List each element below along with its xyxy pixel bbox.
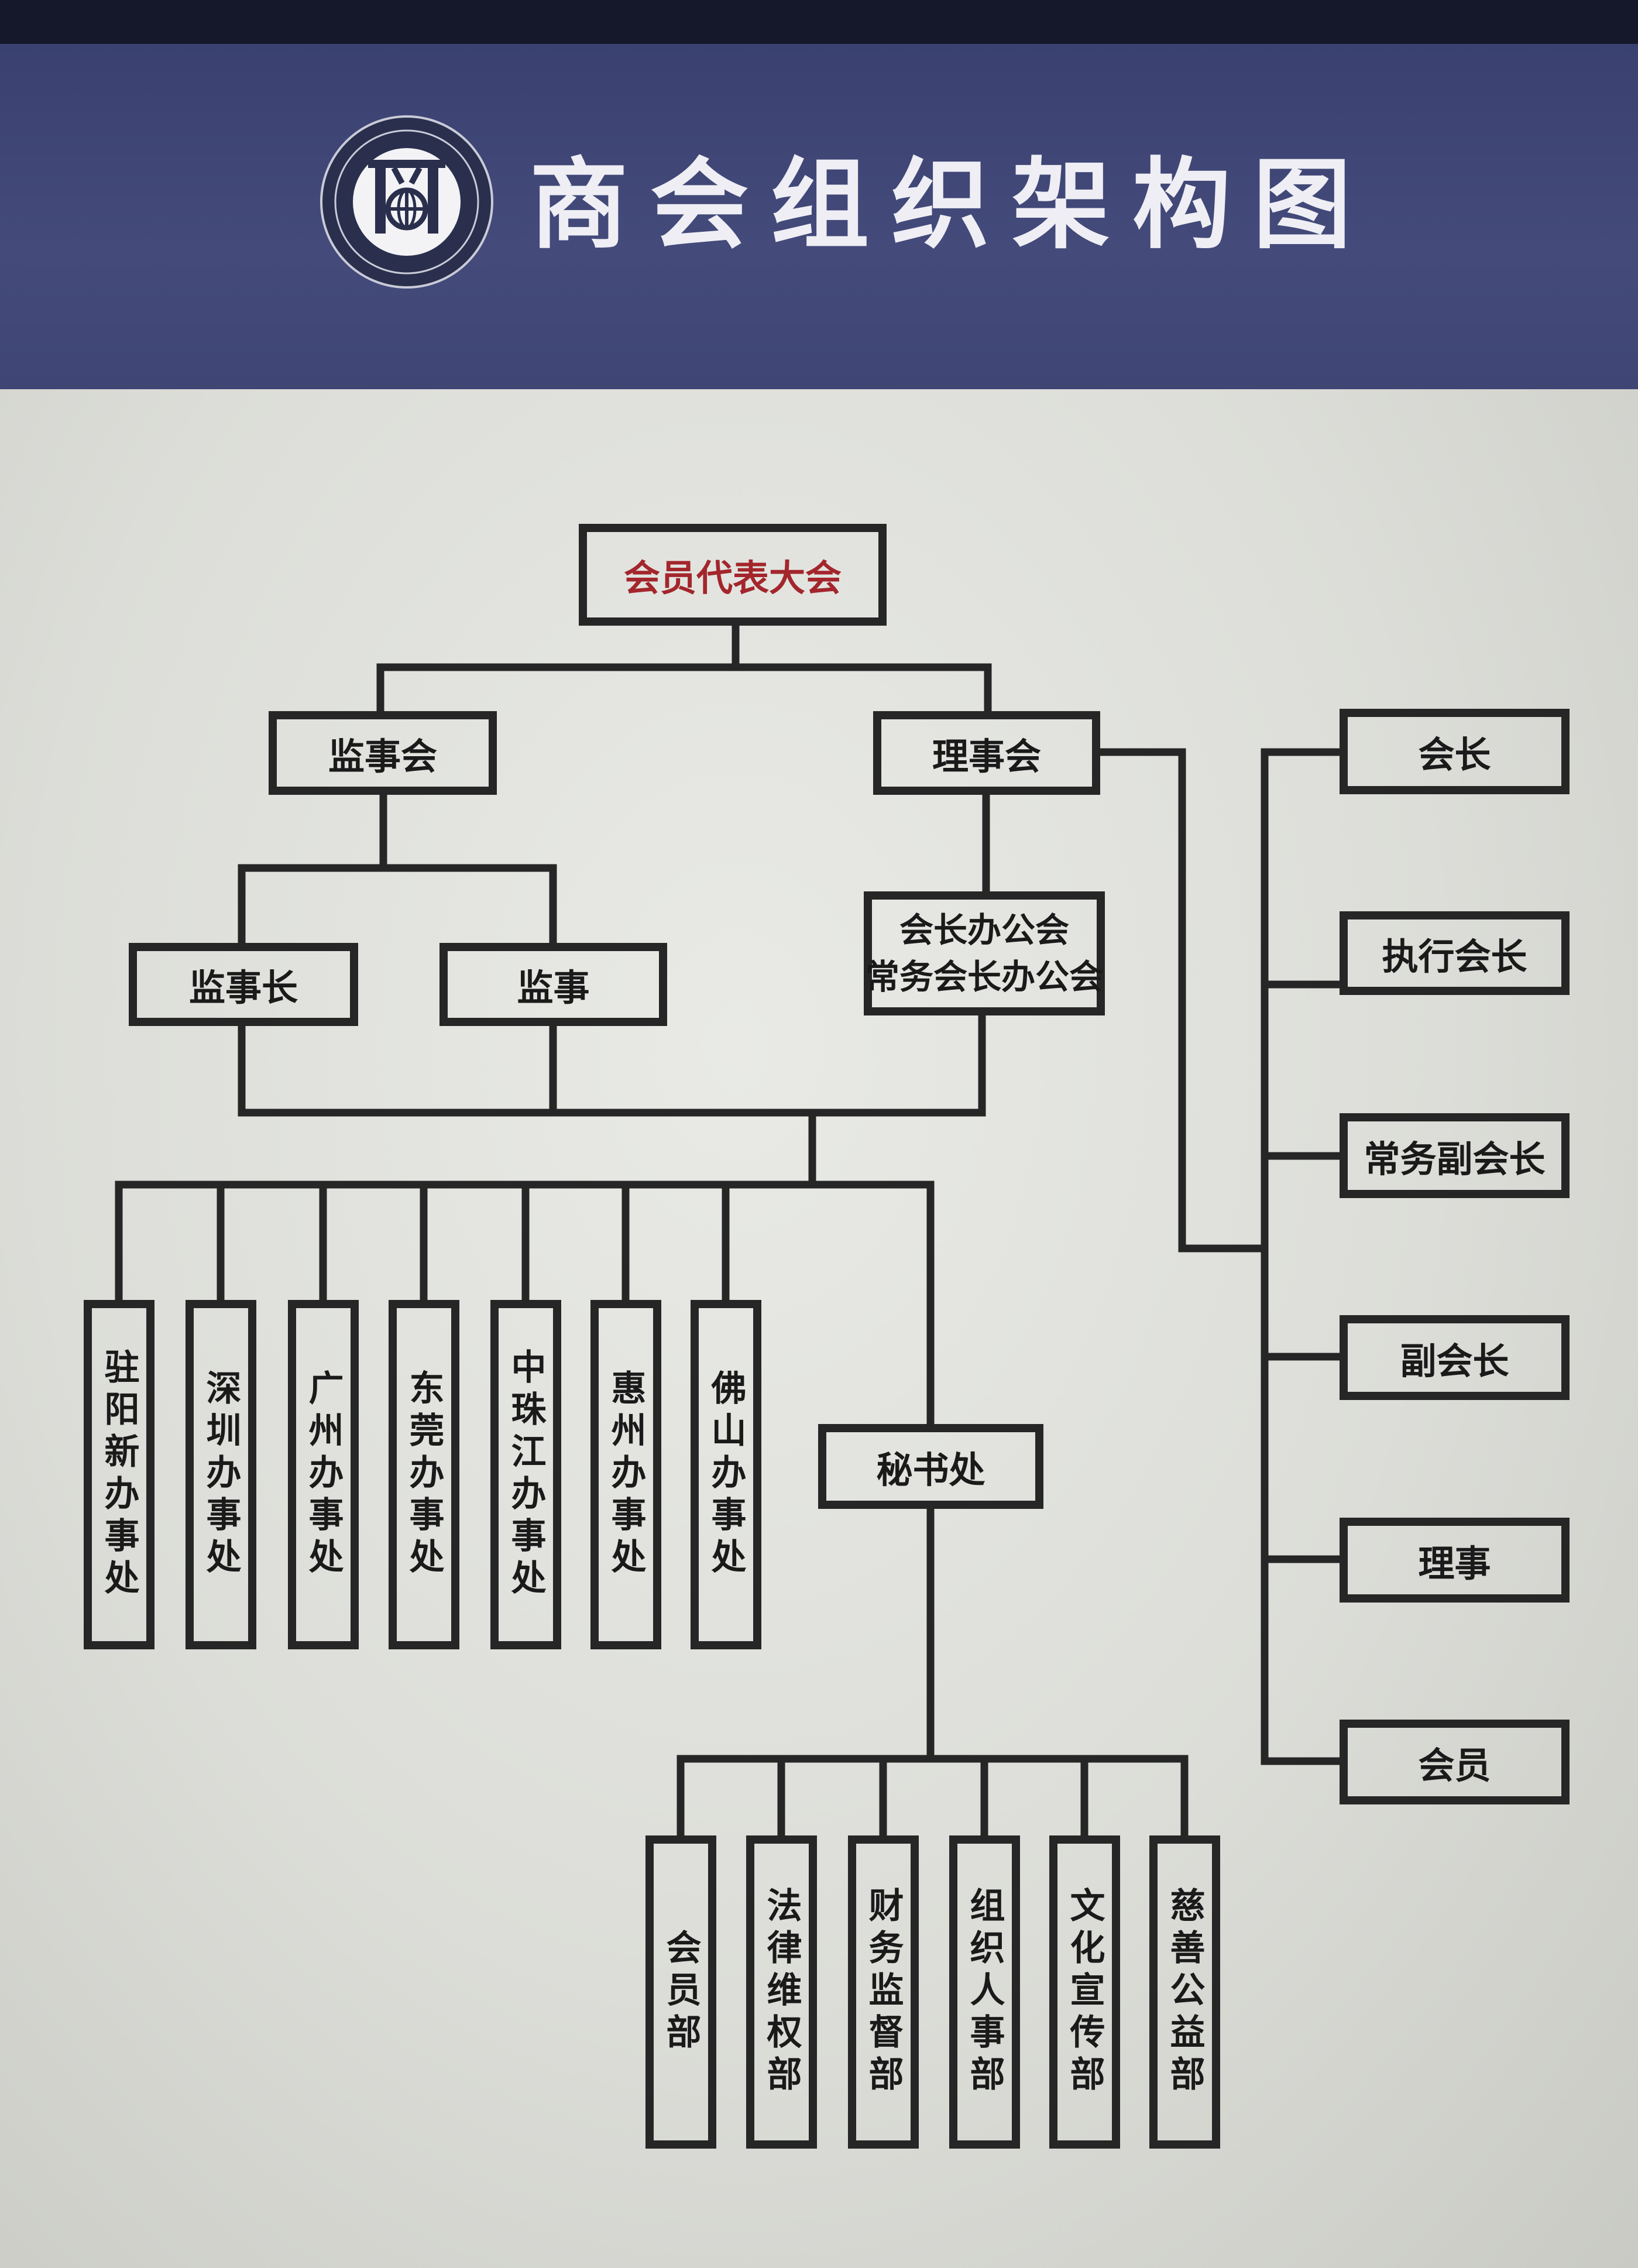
- council-role-box: 副会长: [1340, 1315, 1570, 1400]
- connector-root-branch: [376, 619, 992, 719]
- office-box: 惠州办事处: [590, 1300, 661, 1649]
- node-supervisor: 监事: [439, 943, 667, 1026]
- council-role-box: 常务副会长: [1340, 1113, 1570, 1198]
- council-role-label: 会长: [1418, 733, 1491, 776]
- office-label: 中珠江办事处: [505, 1348, 546, 1601]
- page-title: 商会组织架构图: [530, 147, 1373, 262]
- node-president-office-line2: 常务会长办公会: [866, 957, 1104, 997]
- node-general-assembly: 会员代表大会: [579, 524, 887, 626]
- department-label: 组织人事部: [964, 1886, 1005, 2098]
- node-general-assembly-label: 会员代表大会: [623, 557, 842, 599]
- chart-panel: [0, 389, 1638, 2268]
- node-supervisory-board-label: 监事会: [328, 735, 437, 778]
- node-president-office-line1: 会长办公会: [899, 910, 1069, 950]
- department-label: 文化宣传部: [1064, 1886, 1105, 2098]
- council-role-label: 副会长: [1400, 1339, 1509, 1382]
- office-label: 惠州办事处: [605, 1369, 646, 1580]
- node-supervisory-board: 监事会: [269, 711, 497, 795]
- office-box: 佛山办事处: [691, 1300, 761, 1649]
- council-role-label: 执行会长: [1382, 935, 1527, 978]
- node-chief-supervisor-label: 监事长: [188, 966, 298, 1009]
- node-secretariat-label: 秘书处: [876, 1448, 985, 1491]
- office-box: 驻阳新办事处: [84, 1300, 154, 1649]
- chamber-seal-emblem-icon: [320, 115, 493, 289]
- office-label: 东莞办事处: [403, 1369, 444, 1580]
- department-box: 组织人事部: [949, 1835, 1020, 2149]
- top-edge-strip: [0, 0, 1638, 44]
- node-chief-supervisor: 监事长: [129, 943, 358, 1026]
- department-box: 会员部: [645, 1835, 716, 2149]
- connector-departments-bus: [677, 1501, 1189, 1844]
- connector-council-roles: [1093, 748, 1348, 1765]
- node-supervisor-label: 监事: [517, 966, 590, 1009]
- connector-supervisory-branch: [238, 787, 557, 951]
- department-label: 慈善公益部: [1164, 1886, 1205, 2098]
- department-label: 财务监督部: [863, 1886, 904, 2098]
- header-banner: [0, 44, 1638, 389]
- department-box: 文化宣传部: [1049, 1835, 1120, 2149]
- office-label: 广州办事处: [303, 1369, 344, 1580]
- council-role-label: 常务副会长: [1364, 1137, 1546, 1181]
- council-role-label: 理事: [1418, 1542, 1491, 1585]
- department-box: 慈善公益部: [1149, 1835, 1220, 2149]
- department-box: 财务监督部: [848, 1835, 919, 2149]
- office-label: 驻阳新办事处: [98, 1348, 139, 1601]
- connector-offices-bus: [115, 1109, 935, 1432]
- department-box: 法律维权部: [746, 1835, 817, 2149]
- node-board-of-directors-label: 理事会: [932, 735, 1041, 778]
- council-role-box: 理事: [1340, 1518, 1570, 1603]
- office-box: 中珠江办事处: [490, 1300, 561, 1649]
- node-secretariat: 秘书处: [818, 1424, 1043, 1509]
- department-label: 会员部: [660, 1929, 701, 2056]
- connector-merge: [238, 1007, 986, 1117]
- council-role-box: 执行会长: [1340, 911, 1570, 995]
- office-box: 深圳办事处: [186, 1300, 256, 1649]
- office-label: 佛山办事处: [705, 1369, 746, 1580]
- council-role-box: 会员: [1340, 1720, 1570, 1804]
- office-box: 东莞办事处: [389, 1300, 459, 1649]
- department-label: 法律维权部: [761, 1886, 802, 2098]
- node-president-office: 会长办公会 常务会长办公会: [864, 891, 1105, 1015]
- council-role-box: 会长: [1340, 709, 1570, 794]
- office-label: 深圳办事处: [200, 1369, 241, 1580]
- node-board-of-directors: 理事会: [873, 711, 1100, 795]
- council-role-label: 会员: [1418, 1744, 1491, 1787]
- office-box: 广州办事处: [288, 1300, 359, 1649]
